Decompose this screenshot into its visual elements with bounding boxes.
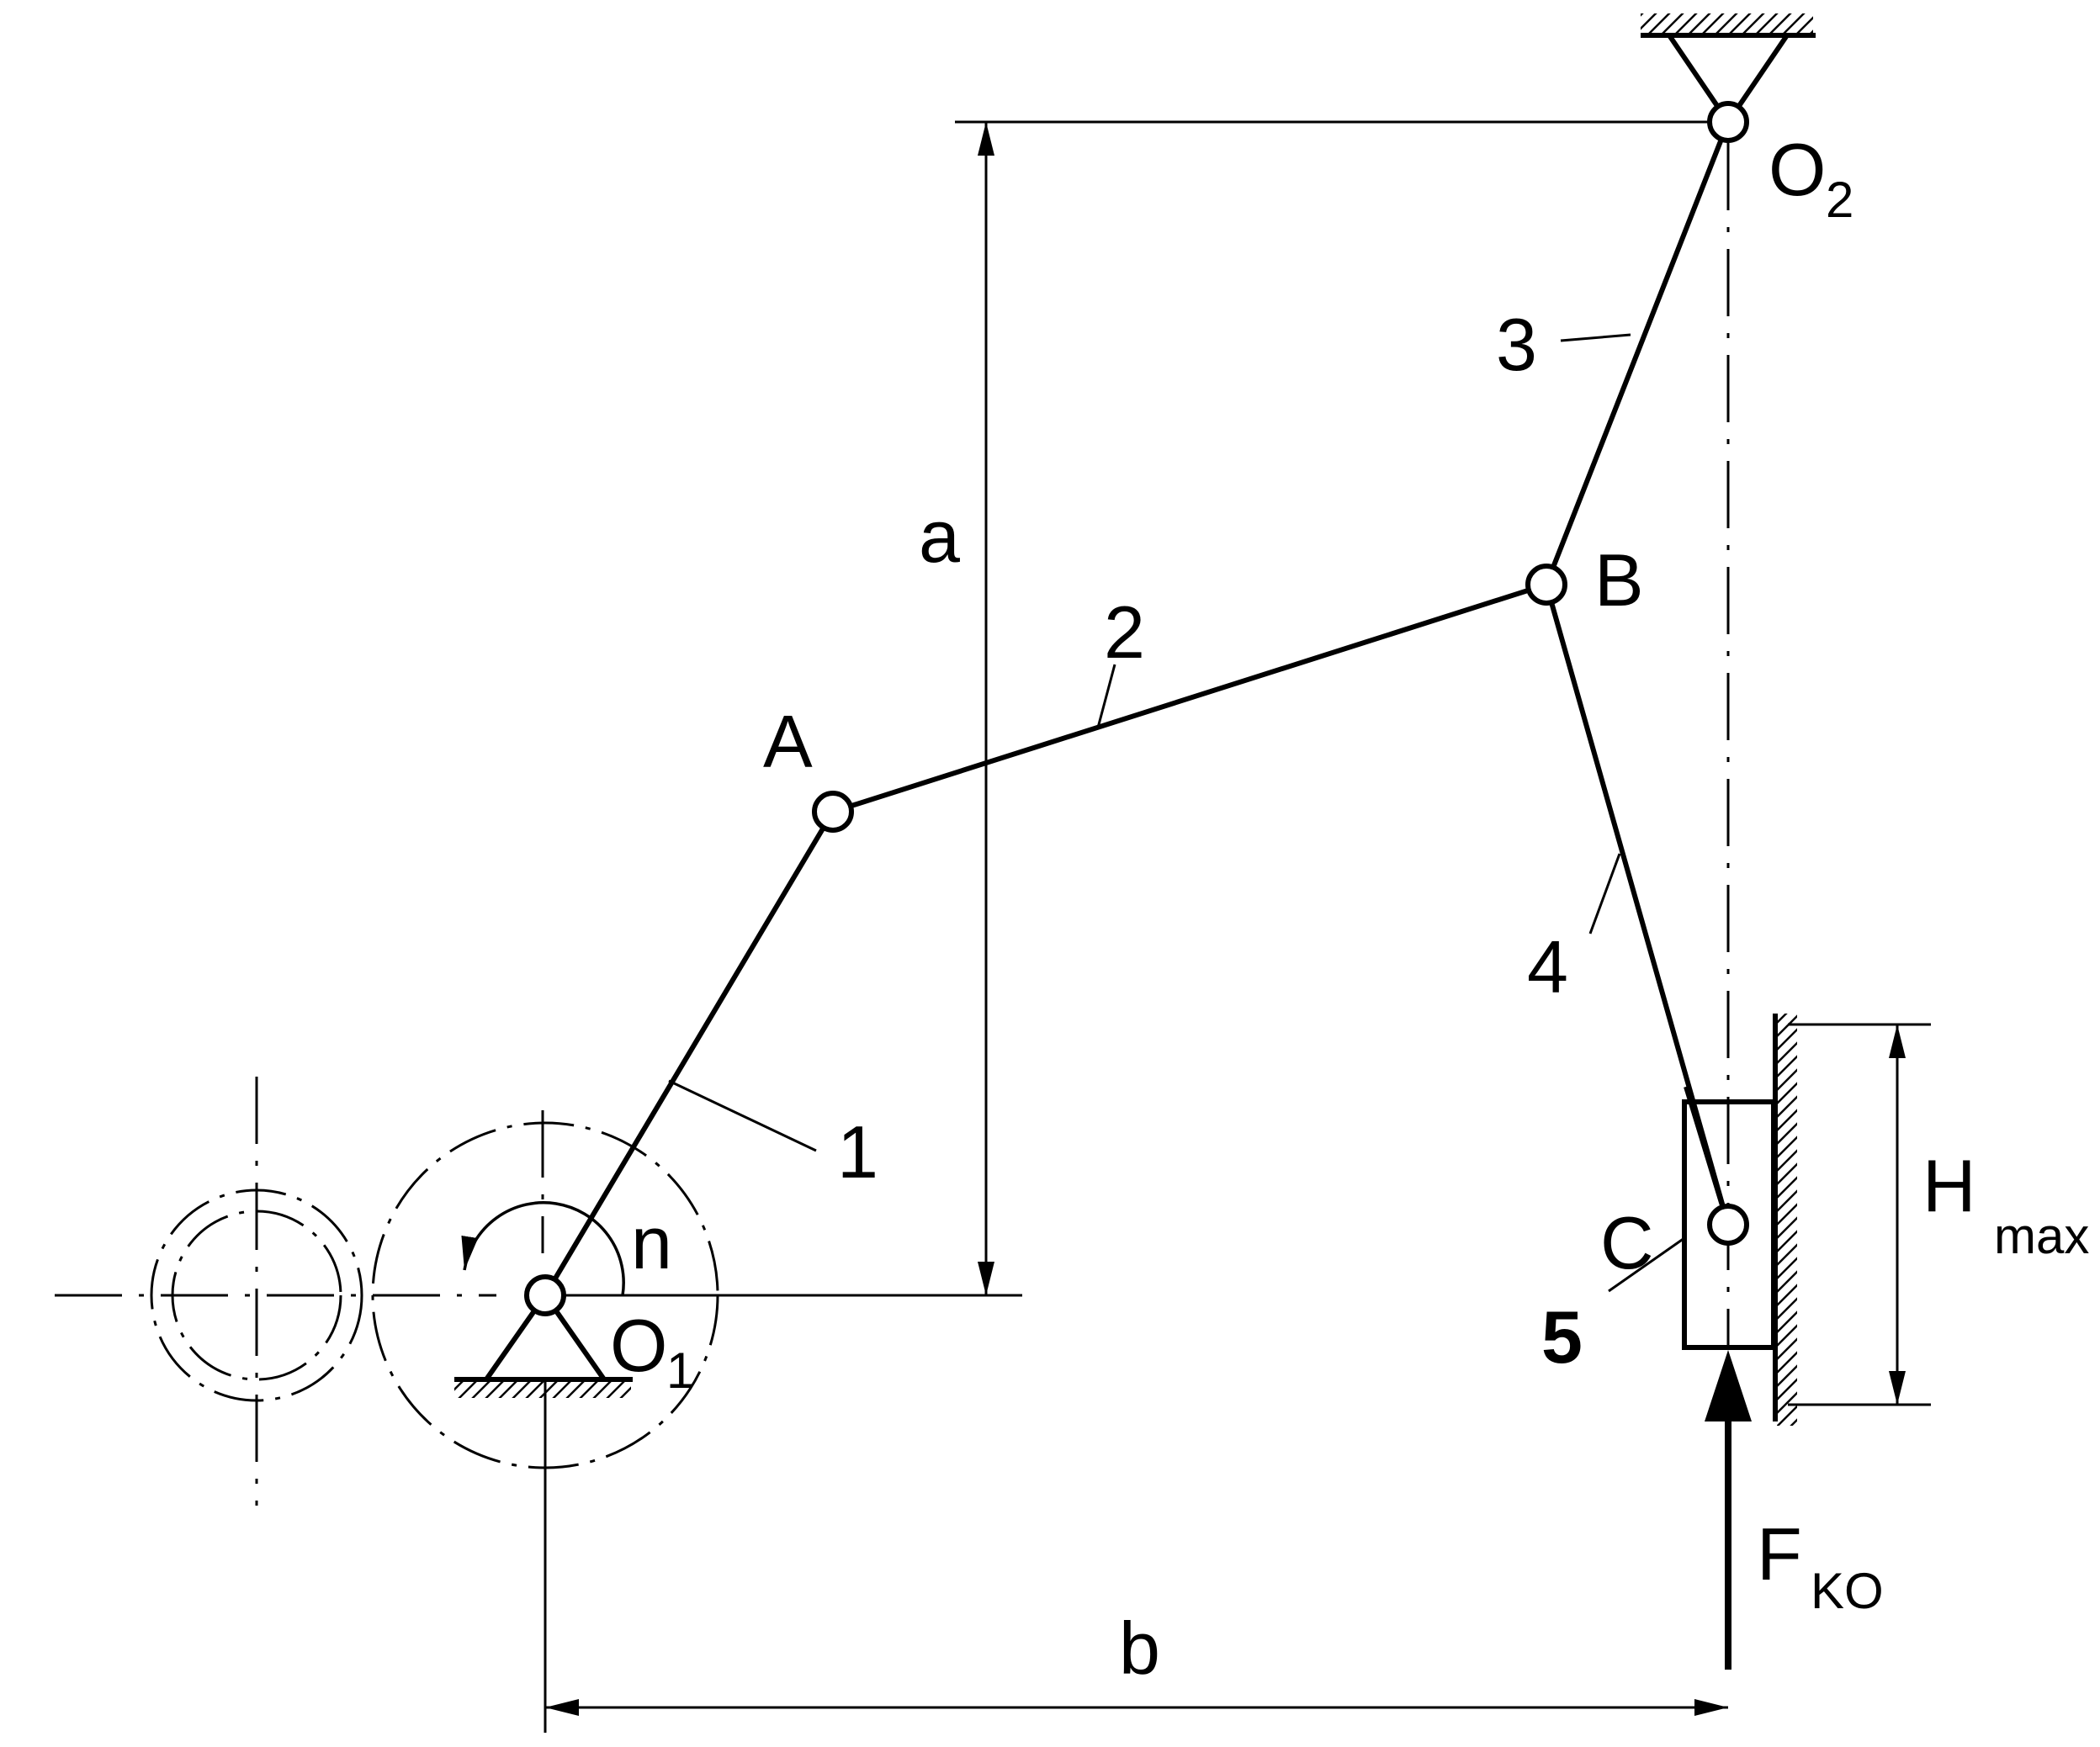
leader-link-3 — [1560, 333, 1631, 342]
link-1-crank — [543, 809, 835, 1298]
leader-lines — [668, 333, 1685, 1293]
support-o2-hatching — [1641, 13, 1813, 34]
label-A: A — [763, 700, 813, 783]
label-link-3: 3 — [1496, 303, 1537, 386]
joint-a — [812, 791, 854, 833]
label-hmax-subscript: max — [1994, 1208, 2089, 1264]
label-fko: F — [1757, 1512, 1802, 1596]
joint-b — [1525, 564, 1567, 606]
labels: a b A B C n O 1 O 2 1 2 3 4 5 H max F KO — [610, 128, 2089, 1690]
label-hmax: H — [1922, 1144, 1976, 1227]
label-o1: O — [610, 1304, 667, 1387]
slider-5 — [1682, 1099, 1776, 1350]
label-fko-subscript: KO — [1811, 1563, 1884, 1619]
joints — [524, 101, 1749, 1316]
support-o2-triangle — [1667, 33, 1790, 124]
label-o2-subscript: 2 — [1826, 172, 1853, 228]
leader-link-4 — [1588, 853, 1621, 934]
joint-c — [1707, 1204, 1749, 1246]
dimension-lines — [544, 120, 1931, 1733]
joint-o2 — [1707, 101, 1749, 143]
link-3-rocker — [1544, 119, 1731, 587]
label-link-4: 4 — [1527, 925, 1568, 1008]
label-link-1: 1 — [837, 1110, 878, 1194]
label-C: C — [1600, 1201, 1654, 1284]
slider-guide-hatching — [1777, 1014, 1797, 1426]
label-o2: O — [1769, 128, 1826, 211]
label-b: b — [1119, 1607, 1160, 1690]
label-a: a — [919, 495, 960, 578]
link-2-coupler — [830, 582, 1549, 814]
force-arrow-head — [1705, 1350, 1752, 1421]
joint-o1 — [524, 1274, 566, 1316]
support-o1 — [454, 1293, 633, 1398]
link-4-lower-segment — [1684, 1086, 1731, 1226]
force-arrow-fko — [1705, 1350, 1752, 1670]
leader-link-5 — [1608, 1236, 1685, 1293]
support-o2 — [1641, 13, 1816, 124]
label-n: n — [631, 1201, 672, 1284]
label-link-5: 5 — [1541, 1295, 1583, 1379]
leader-link-2 — [1096, 664, 1116, 728]
slider-guide — [1773, 1014, 1797, 1426]
links — [543, 119, 1731, 1298]
leader-link-1 — [668, 1079, 817, 1152]
center-lines — [55, 143, 1730, 1506]
label-B: B — [1594, 538, 1644, 622]
label-o1-subscript: 1 — [666, 1342, 694, 1399]
rotation-direction-arrow — [461, 1201, 625, 1296]
support-o1-triangle — [484, 1293, 607, 1382]
label-link-2: 2 — [1104, 590, 1145, 674]
support-o1-hatching — [454, 1381, 631, 1398]
